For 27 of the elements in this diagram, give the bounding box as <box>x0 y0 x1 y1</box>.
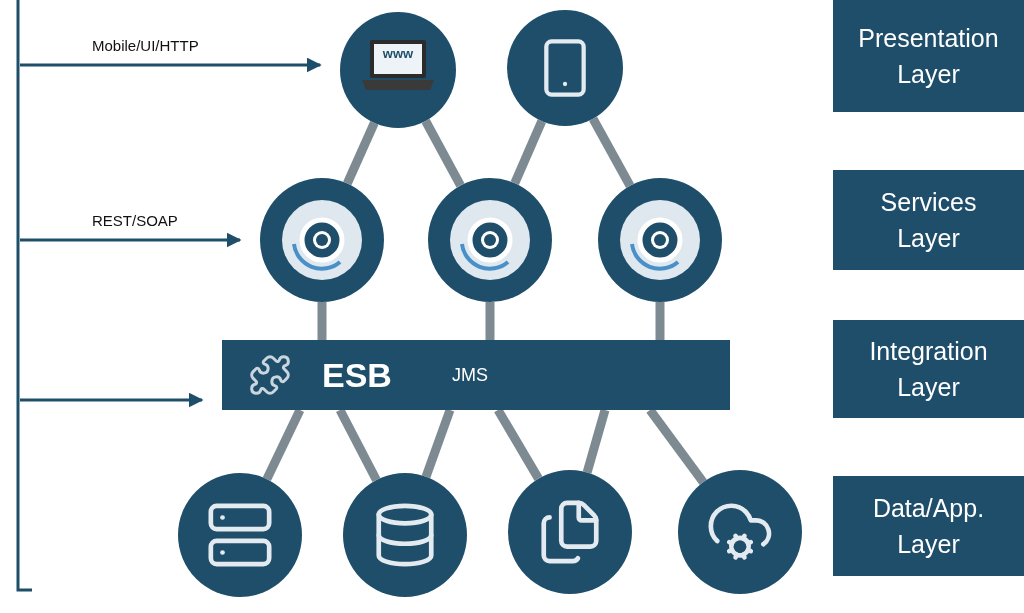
screen-text: www <box>381 46 415 61</box>
layer-box <box>833 0 1024 112</box>
connector-line <box>343 121 379 186</box>
layer-label: Presentation Layer <box>857 22 1000 90</box>
connector-line <box>655 302 665 340</box>
connector-line <box>421 408 455 479</box>
bar-subtitle: JMS <box>451 364 488 386</box>
layer-box <box>833 320 1024 418</box>
arrow <box>20 392 204 408</box>
connector-line <box>582 408 610 474</box>
arrow <box>20 57 322 73</box>
layer-label: Data/App. Layer <box>871 492 986 560</box>
connector-line <box>262 408 305 482</box>
arrow <box>20 232 242 248</box>
connector-line <box>421 118 465 188</box>
edge-label: REST/SOAP <box>92 212 178 229</box>
layer-label: Integration Layer <box>868 335 989 403</box>
connector-line <box>510 119 546 185</box>
layer-box <box>833 476 1024 576</box>
connector-line <box>485 302 495 340</box>
connector-line <box>317 302 327 340</box>
bar-title: ESB <box>322 355 392 395</box>
connector-line <box>589 116 634 188</box>
esb-bar <box>222 340 730 410</box>
layer-label: Services Layer <box>879 186 978 254</box>
layer-box <box>833 170 1024 270</box>
edge-label: Mobile/UI/HTTP <box>92 37 199 54</box>
